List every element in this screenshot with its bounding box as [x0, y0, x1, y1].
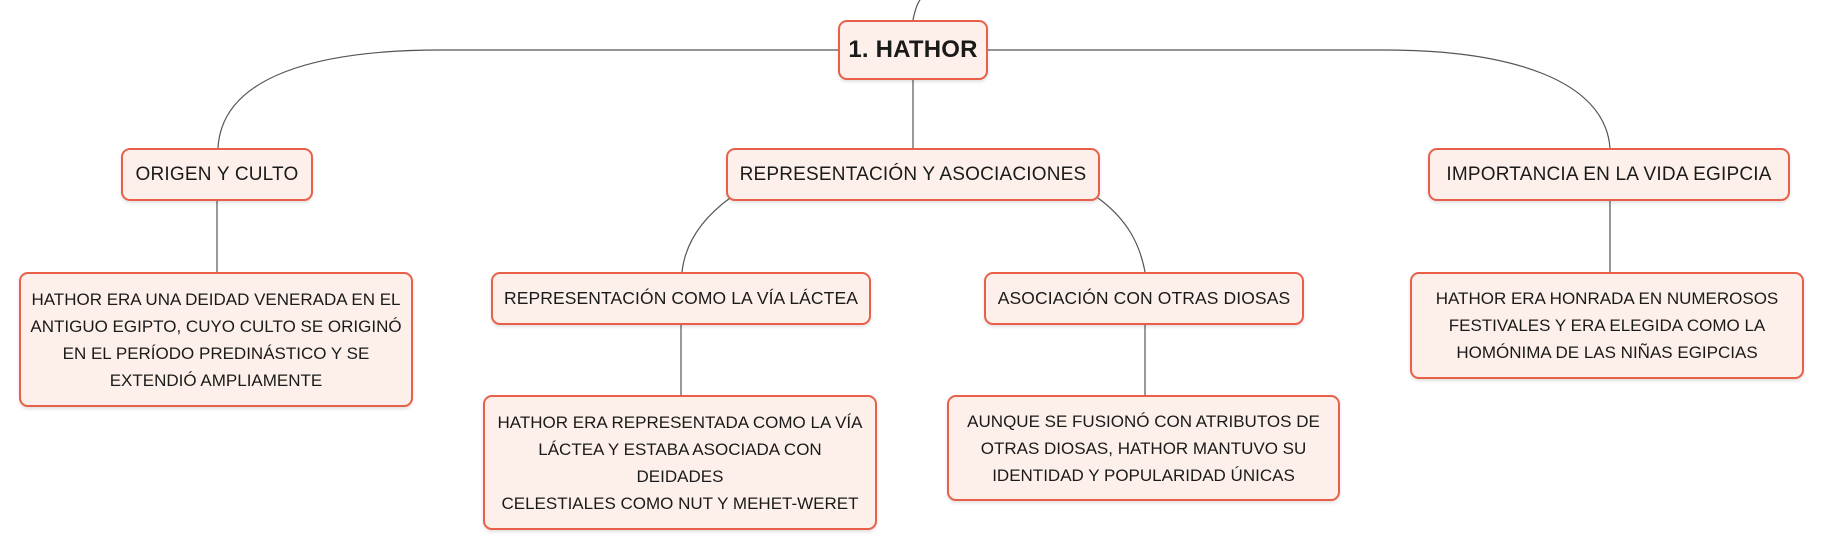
subtopic-label: ASOCIACIÓN CON OTRAS DIOSAS — [997, 288, 1291, 308]
topic-label: REPRESENTACIÓN Y ASOCIACIONES — [739, 163, 1087, 185]
detail-line: LÁCTEA Y ESTABA ASOCIADA CON DEIDADES — [538, 439, 822, 486]
detail-line: HOMÓNIMA DE LAS NIÑAS EGIPCIAS — [1456, 343, 1758, 362]
connector-root-parent — [912, 0, 921, 21]
root-node-label: 1. HATHOR — [848, 36, 978, 63]
detail-line: ANTIGUO EGIPTO, CUYO CULTO SE ORIGINÓ — [30, 316, 402, 336]
detail-line: HATHOR ERA UNA DEIDAD VENERADA EN EL — [31, 289, 401, 309]
detail-line: HATHOR ERA HONRADA EN NUMEROSOS — [1435, 289, 1779, 308]
detail-line: EXTENDIÓ AMPLIAMENTE — [109, 370, 323, 390]
detail-text: AUNQUE SE FUSIONÓ CON ATRIBUTOS DE OTRAS… — [967, 408, 1320, 489]
connector-representacion-via-lactea — [681, 197, 731, 273]
topic-origen-y-culto[interactable]: ORIGEN Y CULTO — [121, 148, 313, 201]
detail-importancia[interactable]: HATHOR ERA HONRADA EN NUMEROSOS FESTIVAL… — [1410, 272, 1804, 379]
detail-line: CELESTIALES COMO NUT Y MEHET-WERET — [501, 493, 859, 513]
detail-line: AUNQUE SE FUSIONÓ CON ATRIBUTOS DE — [967, 411, 1320, 431]
root-node-hathor[interactable]: 1. HATHOR — [838, 20, 988, 80]
topic-label: IMPORTANCIA EN LA VIDA EGIPCIA — [1446, 163, 1772, 185]
detail-line: HATHOR ERA REPRESENTADA COMO LA VÍA — [497, 412, 863, 432]
detail-origen-y-culto[interactable]: HATHOR ERA UNA DEIDAD VENERADA EN EL ANT… — [19, 272, 413, 407]
topic-label: ORIGEN Y CULTO — [135, 163, 299, 185]
subtopic-label: REPRESENTACIÓN COMO LA VÍA LÁCTEA — [503, 288, 859, 308]
detail-line: IDENTIDAD Y POPULARIDAD ÚNICAS — [992, 465, 1295, 485]
connector-root-origen — [217, 49, 838, 149]
topic-importancia-en-la-vida-egipcia[interactable]: IMPORTANCIA EN LA VIDA EGIPCIA — [1428, 148, 1790, 201]
subtopic-representacion-via-lactea[interactable]: REPRESENTACIÓN COMO LA VÍA LÁCTEA — [491, 272, 871, 325]
detail-via-lactea[interactable]: HATHOR ERA REPRESENTADA COMO LA VÍA LÁCT… — [483, 395, 877, 530]
detail-line: EN EL PERÍODO PREDINÁSTICO Y SE — [62, 343, 370, 363]
detail-line: FESTIVALES Y ERA ELEGIDA COMO LA — [1448, 316, 1766, 335]
detail-otras-diosas[interactable]: AUNQUE SE FUSIONÓ CON ATRIBUTOS DE OTRAS… — [947, 395, 1340, 501]
subtopic-asociacion-otras-diosas[interactable]: ASOCIACIÓN CON OTRAS DIOSAS — [984, 272, 1304, 325]
connector-root-importancia — [988, 49, 1611, 149]
detail-text: HATHOR ERA HONRADA EN NUMEROSOS FESTIVAL… — [1436, 285, 1779, 366]
detail-line: OTRAS DIOSAS, HATHOR MANTUVO SU — [980, 438, 1307, 458]
connector-representacion-diosas — [1097, 197, 1146, 273]
detail-text: HATHOR ERA REPRESENTADA COMO LA VÍA LÁCT… — [493, 409, 867, 517]
topic-representacion-y-asociaciones[interactable]: REPRESENTACIÓN Y ASOCIACIONES — [726, 148, 1100, 201]
detail-text: HATHOR ERA UNA DEIDAD VENERADA EN EL ANT… — [30, 286, 401, 394]
